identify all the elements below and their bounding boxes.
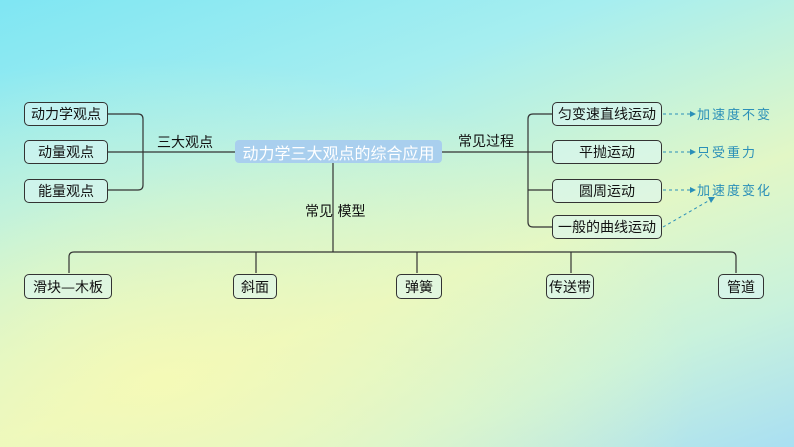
branch-label-processes: 常见过程 [458, 134, 514, 150]
note-varying-acceleration: 加速度变化 [697, 184, 773, 199]
branch-label-viewpoints: 三大观点 [157, 135, 213, 151]
node-incline: 斜面 [233, 274, 277, 299]
dashed-arrow [662, 199, 711, 228]
node-uniform-acceleration: 匀变速直线运动 [552, 102, 662, 126]
right-bracket [527, 113, 552, 228]
node-circular: 圆周运动 [552, 179, 662, 203]
node-pipe: 管道 [718, 274, 764, 299]
node-spring: 弹簧 [396, 274, 442, 299]
central-topic: 动力学三大观点的综合应用 [235, 140, 442, 163]
node-projectile: 平抛运动 [552, 140, 662, 164]
node-general-curve: 一般的曲线运动 [552, 215, 662, 239]
node-slider-board: 滑块—木板 [24, 274, 112, 299]
note-gravity-only: 只受重力 [697, 146, 758, 161]
arrowhead-icon [690, 149, 696, 155]
node-dynamics-viewpoint: 动力学观点 [24, 102, 108, 126]
arrowhead-icon [690, 111, 696, 117]
note-constant-acceleration: 加速度不变 [697, 108, 773, 123]
arrowhead-icon [708, 197, 715, 203]
node-momentum-viewpoint: 动量观点 [24, 140, 108, 164]
bottom-bracket [68, 251, 737, 273]
node-conveyor: 传送带 [546, 274, 594, 299]
node-energy-viewpoint: 能量观点 [24, 179, 108, 203]
branch-label-models: 常见 模型 [305, 204, 366, 220]
arrowhead-icon [690, 187, 696, 193]
